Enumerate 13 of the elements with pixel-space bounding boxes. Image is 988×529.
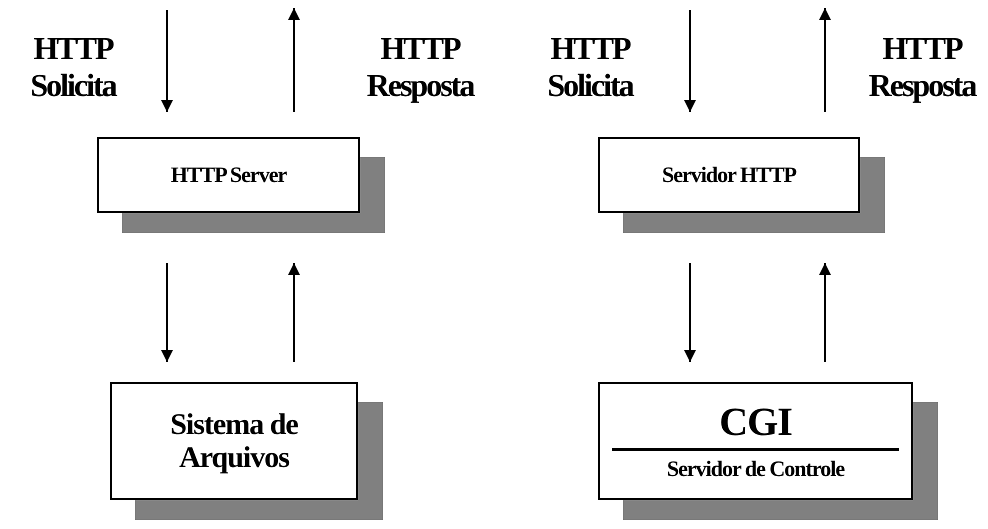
arrow: [161, 10, 173, 112]
box-subtitle: Servidor de Controle: [666, 457, 844, 482]
arrow: [819, 263, 831, 362]
arrow: [161, 263, 173, 362]
arrow: [819, 8, 831, 112]
arrow: [288, 263, 300, 362]
arrow: [684, 263, 696, 362]
box-title: Servidor HTTP: [662, 162, 796, 188]
arrow: [684, 10, 696, 112]
box-title: Sistema de Arquivos: [169, 408, 299, 474]
box-title: CGI: [719, 400, 792, 444]
arrow: [288, 8, 300, 112]
box-title: HTTP Server: [170, 162, 286, 188]
